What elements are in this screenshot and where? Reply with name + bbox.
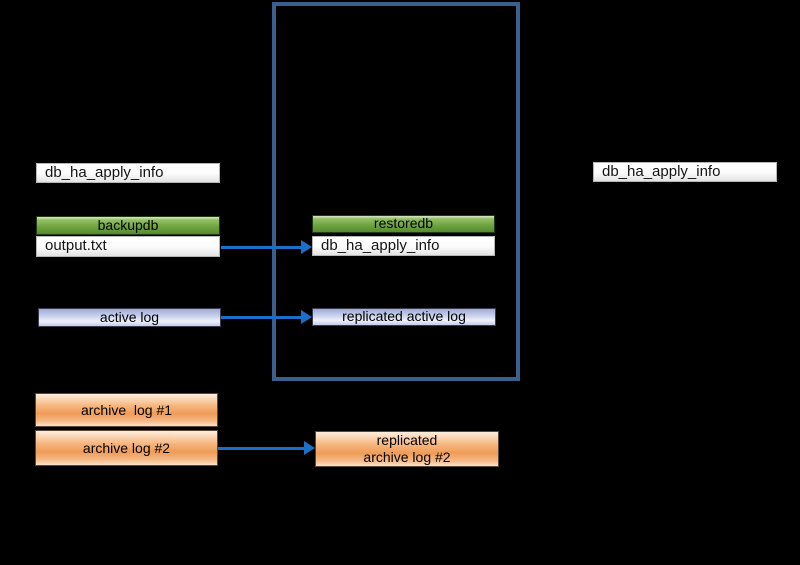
- node-active-log: active log: [38, 308, 221, 327]
- node-output-txt: output.txt: [36, 236, 220, 257]
- restore-host-container-box: [272, 2, 520, 381]
- node-label: db_ha_apply_info: [321, 236, 440, 254]
- node-restored-db-ha-apply-info: db_ha_apply_info: [312, 236, 495, 256]
- node-label: output.txt: [45, 237, 107, 255]
- node-label: active log: [99, 308, 160, 325]
- node-label: archive log #2: [82, 439, 171, 456]
- node-label: archive log #1: [80, 401, 173, 418]
- arrow-head-icon: [301, 240, 312, 254]
- node-restoredb: restoredb: [312, 215, 495, 233]
- node-target-db-ha-apply-info: db_ha_apply_info: [593, 162, 777, 182]
- node-label-line2: archive log #2: [363, 449, 451, 465]
- arrow-shaft: [221, 316, 302, 319]
- node-replicated-active-log: replicated active log: [312, 308, 496, 326]
- node-label: restoredb: [373, 215, 434, 232]
- node-label: replicated active log: [342, 308, 466, 325]
- node-archive-log-1: archive log #1: [35, 393, 218, 427]
- node-replicated-archive-log-2: replicated archive log #2: [315, 431, 499, 467]
- arrow-shaft: [218, 447, 305, 450]
- arrow-shaft: [221, 246, 302, 249]
- node-source-db-ha-apply-info: db_ha_apply_info: [36, 163, 220, 183]
- node-label: backupdb: [97, 216, 159, 233]
- node-backupdb: backupdb: [36, 216, 220, 235]
- node-label: db_ha_apply_info: [45, 163, 164, 181]
- node-label: db_ha_apply_info: [602, 162, 721, 180]
- node-label-line1: replicated: [376, 432, 438, 448]
- node-archive-log-2: archive log #2: [35, 430, 218, 466]
- arrow-head-icon: [304, 441, 315, 455]
- arrow-head-icon: [301, 310, 312, 324]
